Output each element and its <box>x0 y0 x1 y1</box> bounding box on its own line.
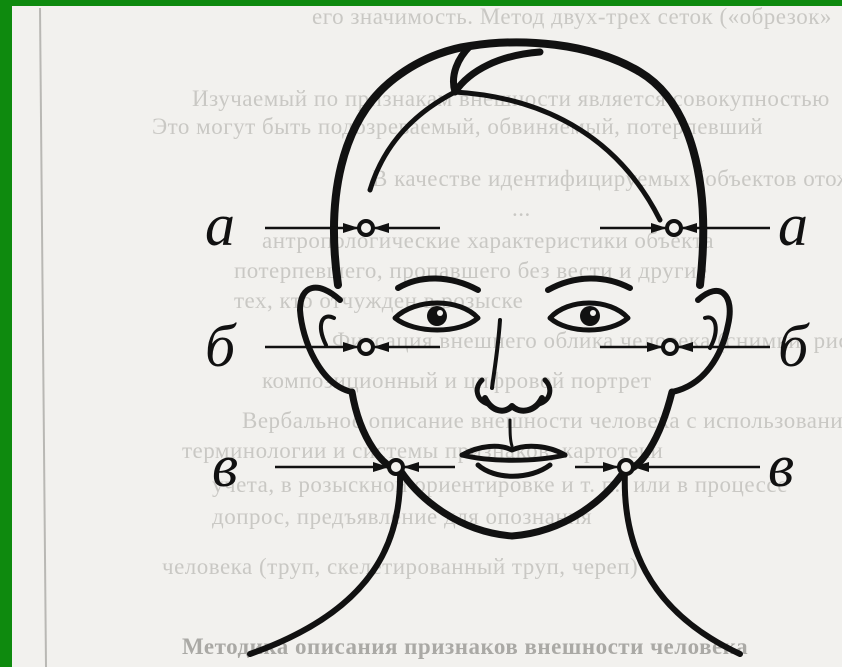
page-fold-line <box>40 8 46 667</box>
label-b-left: б <box>205 313 237 379</box>
point-b-right <box>663 340 677 354</box>
label-v-right: в <box>768 433 794 499</box>
neck-left <box>250 470 400 654</box>
nose-bottom <box>485 398 542 411</box>
philtrum <box>510 420 512 446</box>
right-pupil <box>580 306 600 326</box>
lower-lip <box>478 465 550 476</box>
hair-parting <box>453 46 540 92</box>
right-cheek-contour <box>625 392 672 470</box>
label-b-right: б <box>778 313 810 379</box>
point-b-left <box>359 340 373 354</box>
upper-lip <box>462 446 565 455</box>
right-ear <box>672 291 730 392</box>
left-cheek-contour <box>352 392 400 470</box>
left-ear <box>300 288 352 392</box>
label-a-left: а <box>205 192 235 258</box>
right-ear-inner <box>705 317 716 348</box>
mouth-line <box>462 455 565 460</box>
hair-line <box>370 92 455 190</box>
right-eyebrow <box>548 278 630 290</box>
label-a-right: а <box>778 192 808 258</box>
left-pupil <box>427 306 447 326</box>
chin-contour <box>400 470 625 536</box>
point-a-right <box>667 221 681 235</box>
left-ear-inner <box>321 317 334 345</box>
point-a-left <box>359 221 373 235</box>
point-v-left <box>389 460 403 474</box>
nose-bridge <box>492 320 500 388</box>
hair-line-right <box>455 92 660 220</box>
neck-right <box>625 470 740 654</box>
head-outline <box>334 42 703 285</box>
label-v-left: в <box>212 433 238 499</box>
point-v-right <box>619 460 633 474</box>
left-eyebrow <box>398 278 478 290</box>
